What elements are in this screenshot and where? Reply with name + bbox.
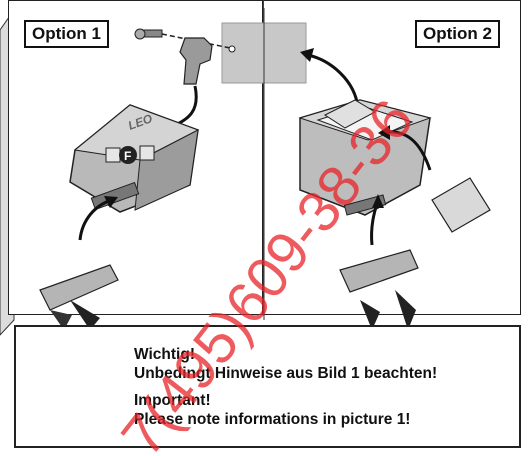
arrow-label-option2	[384, 130, 432, 171]
device-option2	[298, 99, 432, 216]
svg-text:F: F	[124, 149, 131, 163]
option2-label: Option 2	[415, 20, 500, 48]
warning-box: Wichtig! Unbedingt Hinweise aus Bild 1 b…	[14, 325, 521, 448]
connector-plug-option1	[39, 264, 119, 330]
screw-icon	[134, 28, 163, 40]
arrow-up-option2	[307, 53, 360, 109]
warning-de-text: Unbedingt Hinweise aus Bild 1 beachten!	[134, 365, 438, 382]
warning-en-title: Important!	[134, 392, 211, 409]
adhesive-pad-option2	[431, 177, 491, 233]
bracket-icon	[179, 37, 213, 85]
warning-de-title: Wichtig!	[134, 346, 195, 363]
connector-plug-option2	[339, 249, 419, 330]
option1-label: Option 1	[24, 20, 109, 48]
leo-device-option1: F LEO	[69, 104, 200, 213]
warning-en-text: Please note informations in picture 1!	[134, 411, 411, 428]
